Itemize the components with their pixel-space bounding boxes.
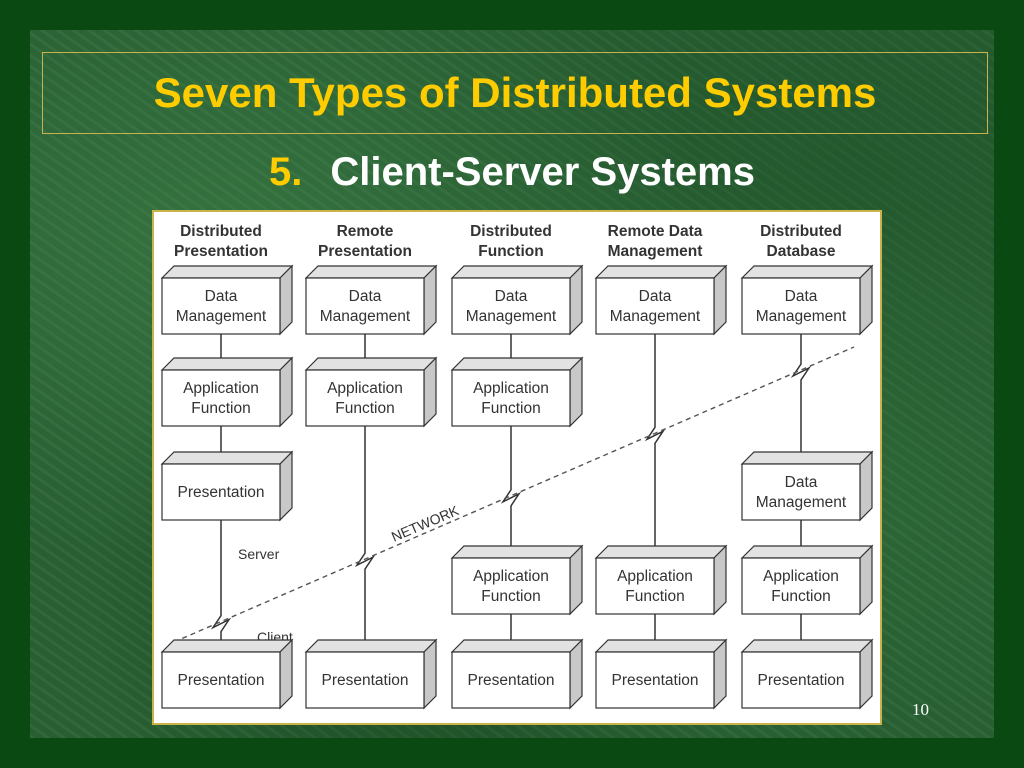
- box-label-line: Management: [610, 308, 701, 325]
- server-box: Presentation: [160, 450, 294, 522]
- box-label-line: Application: [183, 380, 259, 397]
- page-number: 10: [912, 700, 929, 719]
- client-server-diagram: NETWORK Server Client DistributedPresent…: [160, 223, 874, 710]
- box-label-line: Function: [625, 588, 684, 605]
- column-header-line: Presentation: [174, 243, 268, 260]
- box-label-line: Application: [763, 568, 839, 585]
- client-box: Presentation: [450, 638, 584, 710]
- box-label-line: Presentation: [177, 672, 264, 689]
- box-label-line: Application: [473, 568, 549, 585]
- subtitle-text: Client-Server Systems: [330, 150, 755, 194]
- box-label-line: Presentation: [321, 672, 408, 689]
- column-header-line: Remote: [337, 223, 394, 240]
- box-label-line: Data: [349, 288, 382, 305]
- column-header-line: Distributed: [180, 223, 262, 240]
- box-label-line: Management: [756, 494, 847, 511]
- component-boxes: DataManagementApplicationFunctionPresent…: [160, 264, 874, 710]
- slide-subtitle: 5. Client-Server Systems: [0, 150, 1024, 195]
- box-label-line: Function: [335, 400, 394, 417]
- box-label-line: Application: [617, 568, 693, 585]
- box-label-line: Application: [473, 380, 549, 397]
- box-label-line: Data: [205, 288, 238, 305]
- column-header-line: Management: [608, 243, 703, 260]
- client-box: Presentation: [304, 638, 438, 710]
- client-box: Presentation: [740, 638, 874, 710]
- network-label: NETWORK: [389, 502, 462, 545]
- box-label-line: Management: [176, 308, 267, 325]
- title-frame: Seven Types of Distributed Systems: [42, 52, 988, 134]
- box-label-line: Data: [785, 474, 818, 491]
- server-label: Server: [238, 546, 280, 562]
- network-boundary-line: [173, 346, 855, 643]
- column-header-line: Presentation: [318, 243, 412, 260]
- box-label-line: Presentation: [177, 484, 264, 501]
- box-label-line: Management: [466, 308, 557, 325]
- box-label-line: Presentation: [611, 672, 698, 689]
- box-label-line: Presentation: [757, 672, 844, 689]
- subtitle-number: 5.: [268, 150, 303, 194]
- box-label-line: Function: [481, 588, 540, 605]
- box-label-line: Function: [191, 400, 250, 417]
- box-label-line: Presentation: [467, 672, 554, 689]
- box-label-line: Management: [320, 308, 411, 325]
- column-header-line: Distributed: [470, 223, 552, 240]
- box-label-line: Application: [327, 380, 403, 397]
- box-label-line: Function: [771, 588, 830, 605]
- column-header-line: Function: [478, 243, 543, 260]
- column-header-line: Distributed: [760, 223, 842, 240]
- box-label-line: Function: [481, 400, 540, 417]
- client-box: Presentation: [160, 638, 294, 710]
- client-box: Presentation: [594, 638, 728, 710]
- box-label-line: Data: [495, 288, 528, 305]
- box-label-line: Data: [785, 288, 818, 305]
- column-header-line: Remote Data: [608, 223, 703, 240]
- box-label-line: Management: [756, 308, 847, 325]
- slide-title: Seven Types of Distributed Systems: [153, 69, 877, 116]
- box-label-line: Data: [639, 288, 672, 305]
- column-header-line: Database: [767, 243, 836, 260]
